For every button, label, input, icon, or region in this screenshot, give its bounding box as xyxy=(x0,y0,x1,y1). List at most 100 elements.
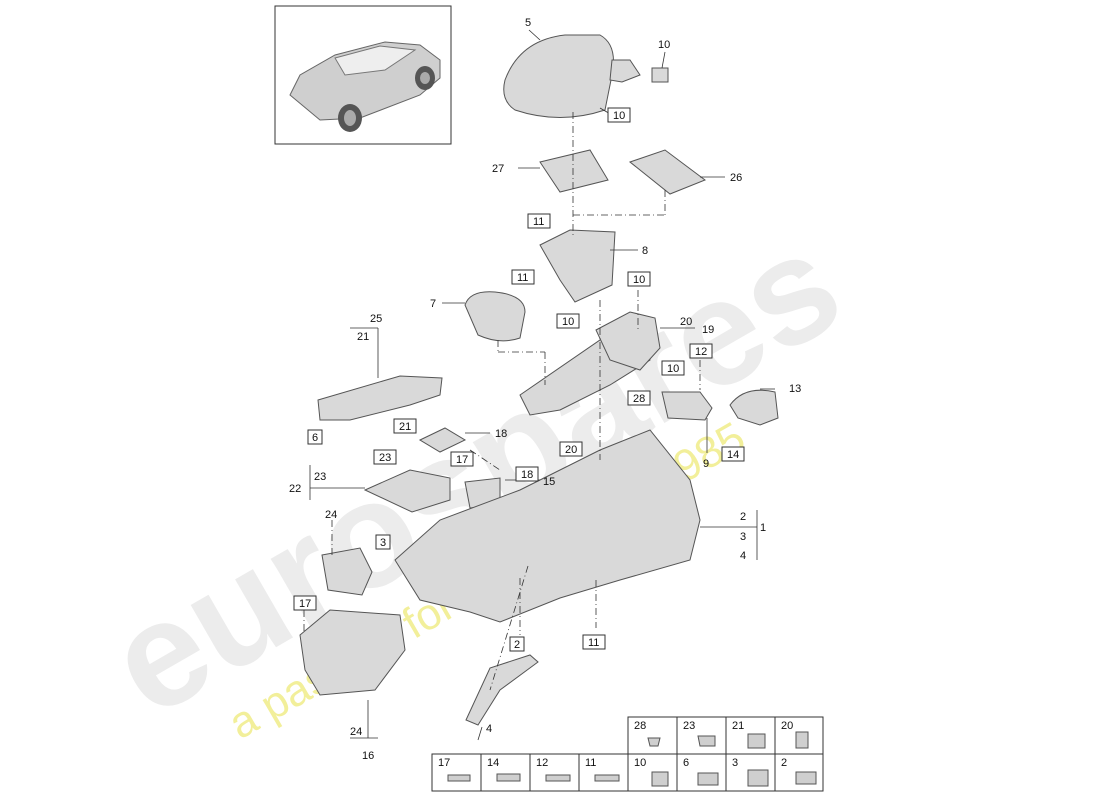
legend-labels: 28 23 21 20 17 14 12 11 10 6 3 2 xyxy=(438,720,793,769)
callout-9: 9 xyxy=(703,458,709,470)
callout-5: 5 xyxy=(525,17,531,29)
callouts: 5 10 10 27 26 11 8 11 10 7 25 10 20 19 2… xyxy=(289,17,801,762)
armrest-lid xyxy=(503,34,614,118)
nut-icon-10 xyxy=(651,771,669,787)
push-clip-icon xyxy=(647,737,661,747)
callout-18-top: 18 xyxy=(495,428,507,440)
callout-boxed-12: 12 xyxy=(689,343,713,359)
callout-24-top: 24 xyxy=(325,509,337,521)
mat-left xyxy=(539,149,609,193)
screw-icon-14 xyxy=(496,773,521,782)
side-trim xyxy=(595,311,661,371)
callout-7: 7 xyxy=(430,298,436,310)
callout-20-right: 20 xyxy=(680,316,692,328)
switch-unit xyxy=(661,391,713,421)
callout-26: 26 xyxy=(730,172,742,184)
svg-text:11: 11 xyxy=(533,216,544,228)
legend-20: 20 xyxy=(781,720,793,732)
svg-text:17: 17 xyxy=(299,598,311,610)
callout-4-bottom: 4 xyxy=(486,723,492,735)
spring-clip-icon-2 xyxy=(795,771,817,785)
watermark: eurospares a passion for parts since 198… xyxy=(82,198,866,749)
callout-25: 25 xyxy=(370,313,382,325)
mat-right xyxy=(628,149,707,195)
callout-boxed-10-a: 10 xyxy=(607,107,631,123)
latch-part xyxy=(651,67,669,83)
storage-tray xyxy=(539,229,616,303)
watermark-brand: eurospares xyxy=(82,198,866,748)
cup-holder xyxy=(464,291,526,342)
screw-icon-17 xyxy=(447,774,471,782)
callout-27: 27 xyxy=(492,163,504,175)
callout-8: 8 xyxy=(642,245,648,257)
dash-dot-lines xyxy=(303,112,701,691)
legend-23: 23 xyxy=(683,720,695,732)
svg-text:28: 28 xyxy=(633,393,645,405)
end-cap xyxy=(729,389,779,426)
callout-boxed-11-b: 11 xyxy=(511,269,535,285)
clip-icon-6 xyxy=(697,772,719,786)
callout-boxed-21: 21 xyxy=(393,418,417,434)
legend-11: 11 xyxy=(585,757,596,769)
gasket xyxy=(418,427,467,453)
callout-22: 22 xyxy=(289,483,301,495)
expansion-nut-icon-3 xyxy=(747,769,769,787)
callout-boxed-28: 28 xyxy=(627,390,651,406)
callout-boxed-3: 3 xyxy=(375,534,391,550)
svg-text:14: 14 xyxy=(727,449,739,461)
svg-text:10: 10 xyxy=(667,363,679,375)
parts xyxy=(299,34,779,726)
callout-2-right: 2 xyxy=(740,511,746,523)
callout-15: 15 xyxy=(543,476,555,488)
legend-12: 12 xyxy=(536,757,548,769)
legend-14: 14 xyxy=(487,757,499,769)
callout-24-bottom: 24 xyxy=(350,726,362,738)
spring-clip-icon xyxy=(697,735,716,747)
callout-boxed-17-b: 17 xyxy=(293,595,317,611)
svg-text:17: 17 xyxy=(456,454,468,466)
leader-lines xyxy=(309,29,775,741)
legend-21: 21 xyxy=(732,720,744,732)
svg-text:2: 2 xyxy=(514,639,520,651)
callout-21-top: 21 xyxy=(357,331,369,343)
rear-panel xyxy=(299,609,406,696)
svg-text:20: 20 xyxy=(565,444,577,456)
tab-clip-icon xyxy=(795,731,809,749)
legend-3: 3 xyxy=(732,757,738,769)
svg-text:11: 11 xyxy=(588,637,599,649)
callout-boxed-2: 2 xyxy=(509,636,525,652)
front-trim-frame xyxy=(317,375,443,421)
svg-text:10: 10 xyxy=(633,274,645,286)
callout-10-top: 10 xyxy=(658,39,670,51)
callout-boxed-18: 18 xyxy=(515,466,539,482)
callout-boxed-20: 20 xyxy=(559,441,583,457)
svg-text:3: 3 xyxy=(380,537,386,549)
callout-boxed-10-b: 10 xyxy=(627,271,651,287)
fastener-legend: 28 23 21 20 17 14 12 11 10 6 3 2 xyxy=(431,716,824,792)
svg-text:12: 12 xyxy=(695,346,707,358)
svg-text:21: 21 xyxy=(399,421,411,433)
callout-3-right: 3 xyxy=(740,531,746,543)
svg-text:10: 10 xyxy=(562,316,574,328)
screw-icon-12 xyxy=(545,774,571,782)
callout-23-left: 23 xyxy=(314,471,326,483)
legend-17: 17 xyxy=(438,757,450,769)
callout-boxed-17-a: 17 xyxy=(450,451,474,467)
callout-13: 13 xyxy=(789,383,801,395)
svg-text:10: 10 xyxy=(613,110,625,122)
callout-boxed-23: 23 xyxy=(373,449,397,465)
legend-top-row xyxy=(627,716,824,755)
vehicle-thumbnail xyxy=(274,5,452,145)
callout-boxed-11-c: 11 xyxy=(582,634,606,650)
svg-text:11: 11 xyxy=(517,272,528,284)
svg-text:23: 23 xyxy=(379,452,391,464)
lid-hinge xyxy=(609,59,641,83)
callout-boxed-6: 6 xyxy=(307,429,323,445)
legend-28: 28 xyxy=(634,720,646,732)
center-console-body xyxy=(394,429,701,623)
svg-text:6: 6 xyxy=(312,432,318,444)
legend-fastener-icons xyxy=(447,731,817,787)
callout-16: 16 xyxy=(362,750,374,762)
callout-boxed-10-d: 10 xyxy=(661,360,685,376)
